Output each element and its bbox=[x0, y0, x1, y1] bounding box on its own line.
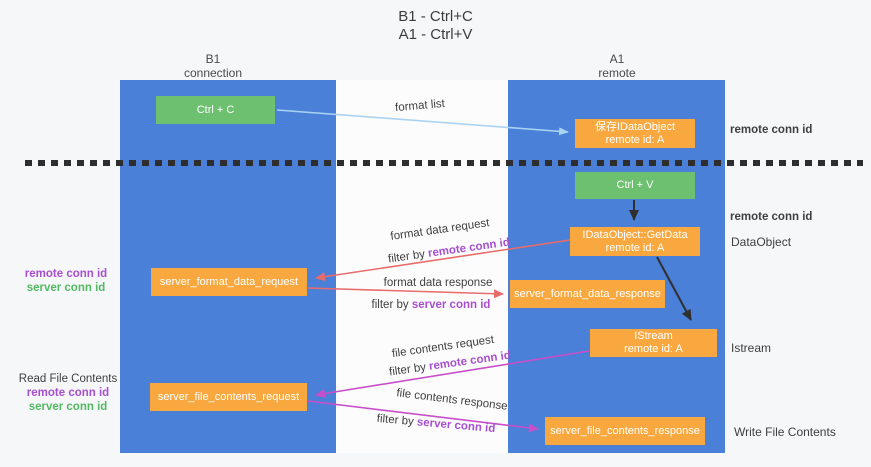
istream-node: IStream remote id: A bbox=[590, 329, 717, 357]
lane-a1-subtitle: remote bbox=[598, 66, 636, 80]
ctrl-v-node: Ctrl + V bbox=[575, 172, 695, 199]
lane-header-b1: B1 connection bbox=[163, 52, 263, 80]
istream-side-label: Istream bbox=[731, 341, 772, 355]
istream-line1: IStream bbox=[634, 330, 673, 342]
getdata-line2: remote id: A bbox=[605, 241, 665, 254]
right-remote-conn-id-top: remote conn id bbox=[730, 124, 813, 136]
save-dataobject-line1: 保存IDataObject bbox=[594, 120, 676, 133]
ctrl-c-node: Ctrl + C bbox=[156, 96, 275, 124]
lane-a1-name: A1 bbox=[609, 52, 625, 66]
filter-by-server-conn-id-label-1: filter by server conn id bbox=[372, 299, 491, 311]
left-server-conn-id: server conn id bbox=[26, 282, 106, 294]
istream-line2: remote id: A bbox=[624, 343, 683, 355]
server-conn-id-text: server conn id bbox=[411, 299, 491, 311]
write-file-contents-label: Write File Contents bbox=[734, 425, 836, 439]
server-format-data-request-label: server_format_data_request bbox=[159, 275, 299, 288]
server-format-data-response-node: server_format_data_response bbox=[510, 280, 665, 308]
ctrl-c-label: Ctrl + C bbox=[196, 103, 235, 116]
diagram-title: B1 - Ctrl+C A1 - Ctrl+V bbox=[0, 8, 871, 44]
read-file-contents-label: Read File Contents bbox=[18, 373, 118, 385]
read-server-conn-id: server conn id bbox=[28, 401, 108, 413]
server-format-data-request-node: server_format_data_request bbox=[151, 268, 307, 296]
title-line-2: A1 - Ctrl+V bbox=[398, 26, 473, 43]
right-remote-conn-id-mid: remote conn id bbox=[730, 211, 813, 223]
filter-by-text: filter by bbox=[371, 299, 412, 311]
server-file-contents-response-node: server_file_contents_response bbox=[545, 417, 705, 445]
save-dataobject-line2: remote id: A bbox=[605, 133, 665, 146]
server-file-contents-request-node: server_file_contents_request bbox=[150, 383, 307, 411]
ctrl-v-label: Ctrl + V bbox=[616, 179, 654, 191]
format-data-response-label: format data response bbox=[383, 277, 493, 289]
server-file-contents-request-label: server_file_contents_request bbox=[157, 390, 300, 403]
lane-b1-name: B1 bbox=[205, 52, 221, 66]
dataobject-label: DataObject bbox=[731, 235, 792, 249]
read-remote-conn-id: remote conn id bbox=[26, 387, 110, 399]
left-remote-conn-id: remote conn id bbox=[24, 268, 108, 280]
lane-header-a1: A1 remote bbox=[567, 52, 667, 80]
save-dataobject-node: 保存IDataObject remote id: A bbox=[575, 119, 695, 148]
server-format-data-response-label: server_format_data_response bbox=[514, 287, 661, 300]
title-line-1: B1 - Ctrl+C bbox=[398, 8, 473, 25]
read-file-contents-group: Read File Contents remote conn id server… bbox=[18, 372, 118, 414]
dashed-divider bbox=[25, 160, 863, 166]
left-conn-id-group: remote conn id server conn id bbox=[24, 267, 108, 295]
server-file-contents-response-label: server_file_contents_response bbox=[550, 424, 700, 437]
getdata-line1: IDataObject::GetData bbox=[582, 228, 688, 241]
lane-b1-subtitle: connection bbox=[183, 66, 243, 80]
getdata-node: IDataObject::GetData remote id: A bbox=[570, 227, 700, 256]
